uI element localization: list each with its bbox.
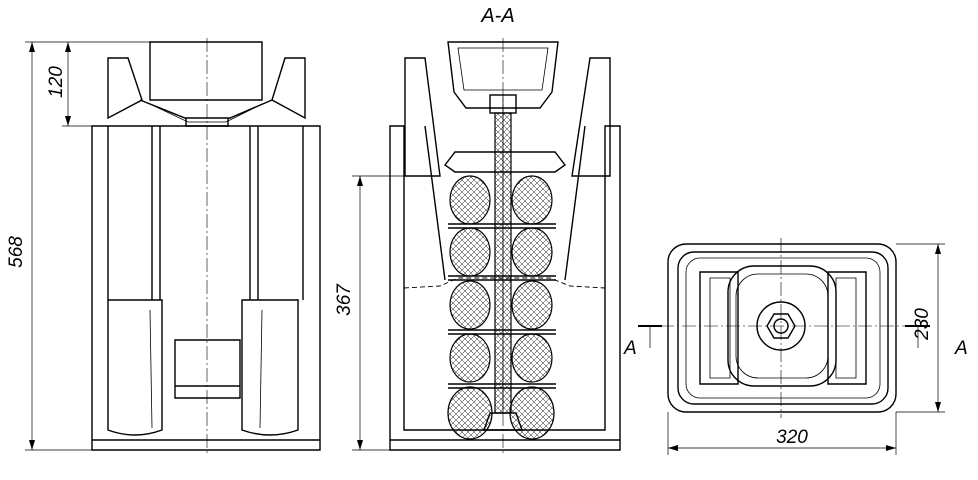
elastic-elements bbox=[447, 175, 555, 440]
dimension-120-label: 120 bbox=[46, 66, 67, 98]
dimension-230: 230 bbox=[896, 243, 945, 413]
dimension-568: 568 bbox=[6, 41, 150, 451]
dimension-320: 320 bbox=[667, 412, 897, 455]
section-mark-left-label: A bbox=[623, 338, 637, 359]
section-mark-right: A bbox=[905, 325, 968, 359]
front-view bbox=[91, 38, 321, 455]
dimension-367-label: 367 bbox=[334, 283, 355, 316]
section-view bbox=[389, 38, 621, 455]
dimension-367: 367 bbox=[334, 175, 440, 451]
dimension-230-label: 230 bbox=[912, 308, 933, 341]
section-mark-right-label: A bbox=[954, 338, 968, 359]
section-title: A-A bbox=[480, 5, 514, 27]
dimension-320-label: 320 bbox=[776, 427, 808, 448]
section-mark-left: A bbox=[623, 325, 662, 359]
plan-view bbox=[660, 238, 905, 418]
dimension-120: 120 bbox=[46, 42, 92, 127]
dimension-568-label: 568 bbox=[6, 236, 27, 268]
